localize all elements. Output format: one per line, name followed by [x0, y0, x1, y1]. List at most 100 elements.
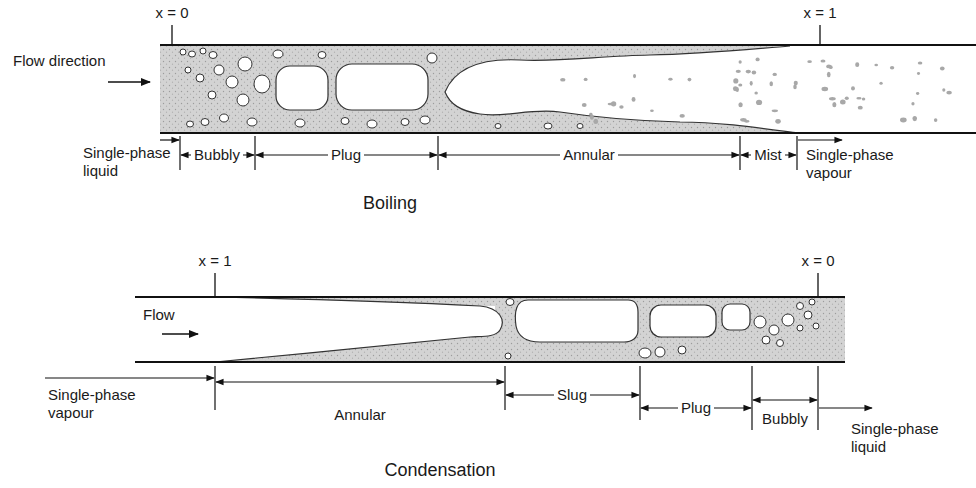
mist-droplet	[832, 102, 836, 107]
flow-arrow	[162, 333, 198, 335]
bubble	[420, 116, 430, 124]
bubble	[639, 348, 651, 358]
regime-label: Annular	[560, 146, 618, 164]
bubble	[495, 124, 501, 129]
bubble	[813, 323, 819, 329]
slug-bubble	[515, 300, 638, 342]
regime-ticks	[796, 136, 797, 170]
mist-droplet	[858, 106, 863, 110]
regime-ticks	[504, 366, 505, 410]
bubble	[196, 74, 204, 82]
regime-ticks	[215, 366, 818, 430]
figure-caption: Condensation	[381, 460, 498, 481]
mist-droplet	[855, 62, 859, 67]
bubble	[505, 353, 511, 359]
bubble	[754, 316, 766, 328]
regime-label: Single-phase vapour	[803, 146, 903, 182]
regime-label: Bubbly	[191, 146, 243, 164]
mist-droplet	[829, 97, 836, 100]
mist-droplet	[840, 100, 846, 105]
regime-ticks	[817, 366, 818, 430]
mist-droplet	[632, 97, 636, 102]
bubble	[809, 299, 815, 305]
mist-droplet	[756, 58, 760, 62]
mist-droplet	[593, 119, 598, 124]
slug-bubble	[515, 300, 638, 342]
quality-marker	[215, 273, 818, 297]
bubble	[180, 49, 186, 55]
regime-ticks	[179, 136, 180, 170]
regime-span	[216, 381, 504, 382]
bubble	[762, 336, 770, 344]
plug-bubble	[276, 66, 328, 110]
bubble	[208, 91, 216, 99]
bubble	[341, 118, 349, 125]
mist-droplet	[911, 102, 914, 106]
flow-arrow	[108, 81, 150, 83]
mist-droplet	[900, 117, 907, 122]
regime-ticks	[180, 136, 797, 170]
mist-droplet	[750, 81, 753, 86]
bubble	[427, 53, 437, 63]
plug-bubble	[650, 305, 716, 337]
mist-droplet	[821, 87, 828, 91]
mist-droplet	[845, 96, 849, 99]
bubble	[367, 120, 377, 128]
flow-arrow	[108, 81, 150, 83]
regime-label: Plug	[328, 146, 364, 164]
mist-droplet	[856, 97, 861, 99]
mist-droplet	[752, 71, 757, 75]
annular-core	[445, 46, 798, 133]
bubble	[797, 303, 804, 310]
quality-marker	[171, 25, 172, 45]
bubble	[401, 119, 409, 126]
mist-droplet	[668, 78, 672, 81]
condensation-tube	[495, 297, 845, 362]
quality-marker	[817, 273, 818, 297]
mist-droplet	[773, 73, 777, 76]
mist-droplet	[829, 65, 833, 69]
flow-arrow	[162, 333, 198, 335]
mist-droplet	[754, 91, 757, 94]
regime-label: Slug	[554, 386, 590, 404]
bubble	[506, 299, 514, 306]
mist-droplet	[851, 86, 855, 90]
mist-droplet	[916, 92, 919, 95]
mist-droplet	[733, 78, 738, 83]
bubble	[254, 75, 270, 93]
bubble	[226, 76, 238, 88]
bubble	[577, 124, 583, 129]
regime-span	[819, 407, 872, 408]
bubble	[200, 48, 206, 54]
bubble	[318, 52, 326, 59]
mist-droplet	[738, 83, 742, 86]
regime-span	[753, 399, 817, 400]
regime-label: Plug	[678, 399, 714, 417]
mist-droplet	[772, 109, 778, 112]
mist-droplet	[917, 72, 920, 75]
quality-label: x = 0	[153, 4, 192, 22]
mist-droplet	[918, 61, 923, 64]
mist-droplet	[650, 110, 654, 113]
quality-label: x = 1	[801, 4, 840, 22]
tube-wall	[135, 297, 845, 362]
bubble	[505, 299, 819, 360]
condensation-tube	[45, 273, 872, 430]
flow-label: Flow	[140, 306, 178, 324]
mist-droplet	[862, 98, 866, 101]
bubble	[237, 94, 249, 106]
regime-span	[160, 139, 179, 140]
regime-ticks	[639, 366, 640, 420]
plug-bubble	[650, 304, 750, 337]
mist-droplet	[793, 85, 797, 90]
regime-label: Single-phase liquid	[848, 420, 948, 456]
mist-droplet	[827, 72, 831, 77]
mist-droplet	[912, 116, 917, 121]
mist-droplet	[582, 103, 587, 107]
bubble	[189, 51, 196, 57]
regime-label: Single-phase vapour	[45, 386, 145, 422]
quality-marker	[172, 25, 820, 45]
regime-label: Annular	[331, 406, 389, 424]
bubble	[201, 119, 209, 126]
